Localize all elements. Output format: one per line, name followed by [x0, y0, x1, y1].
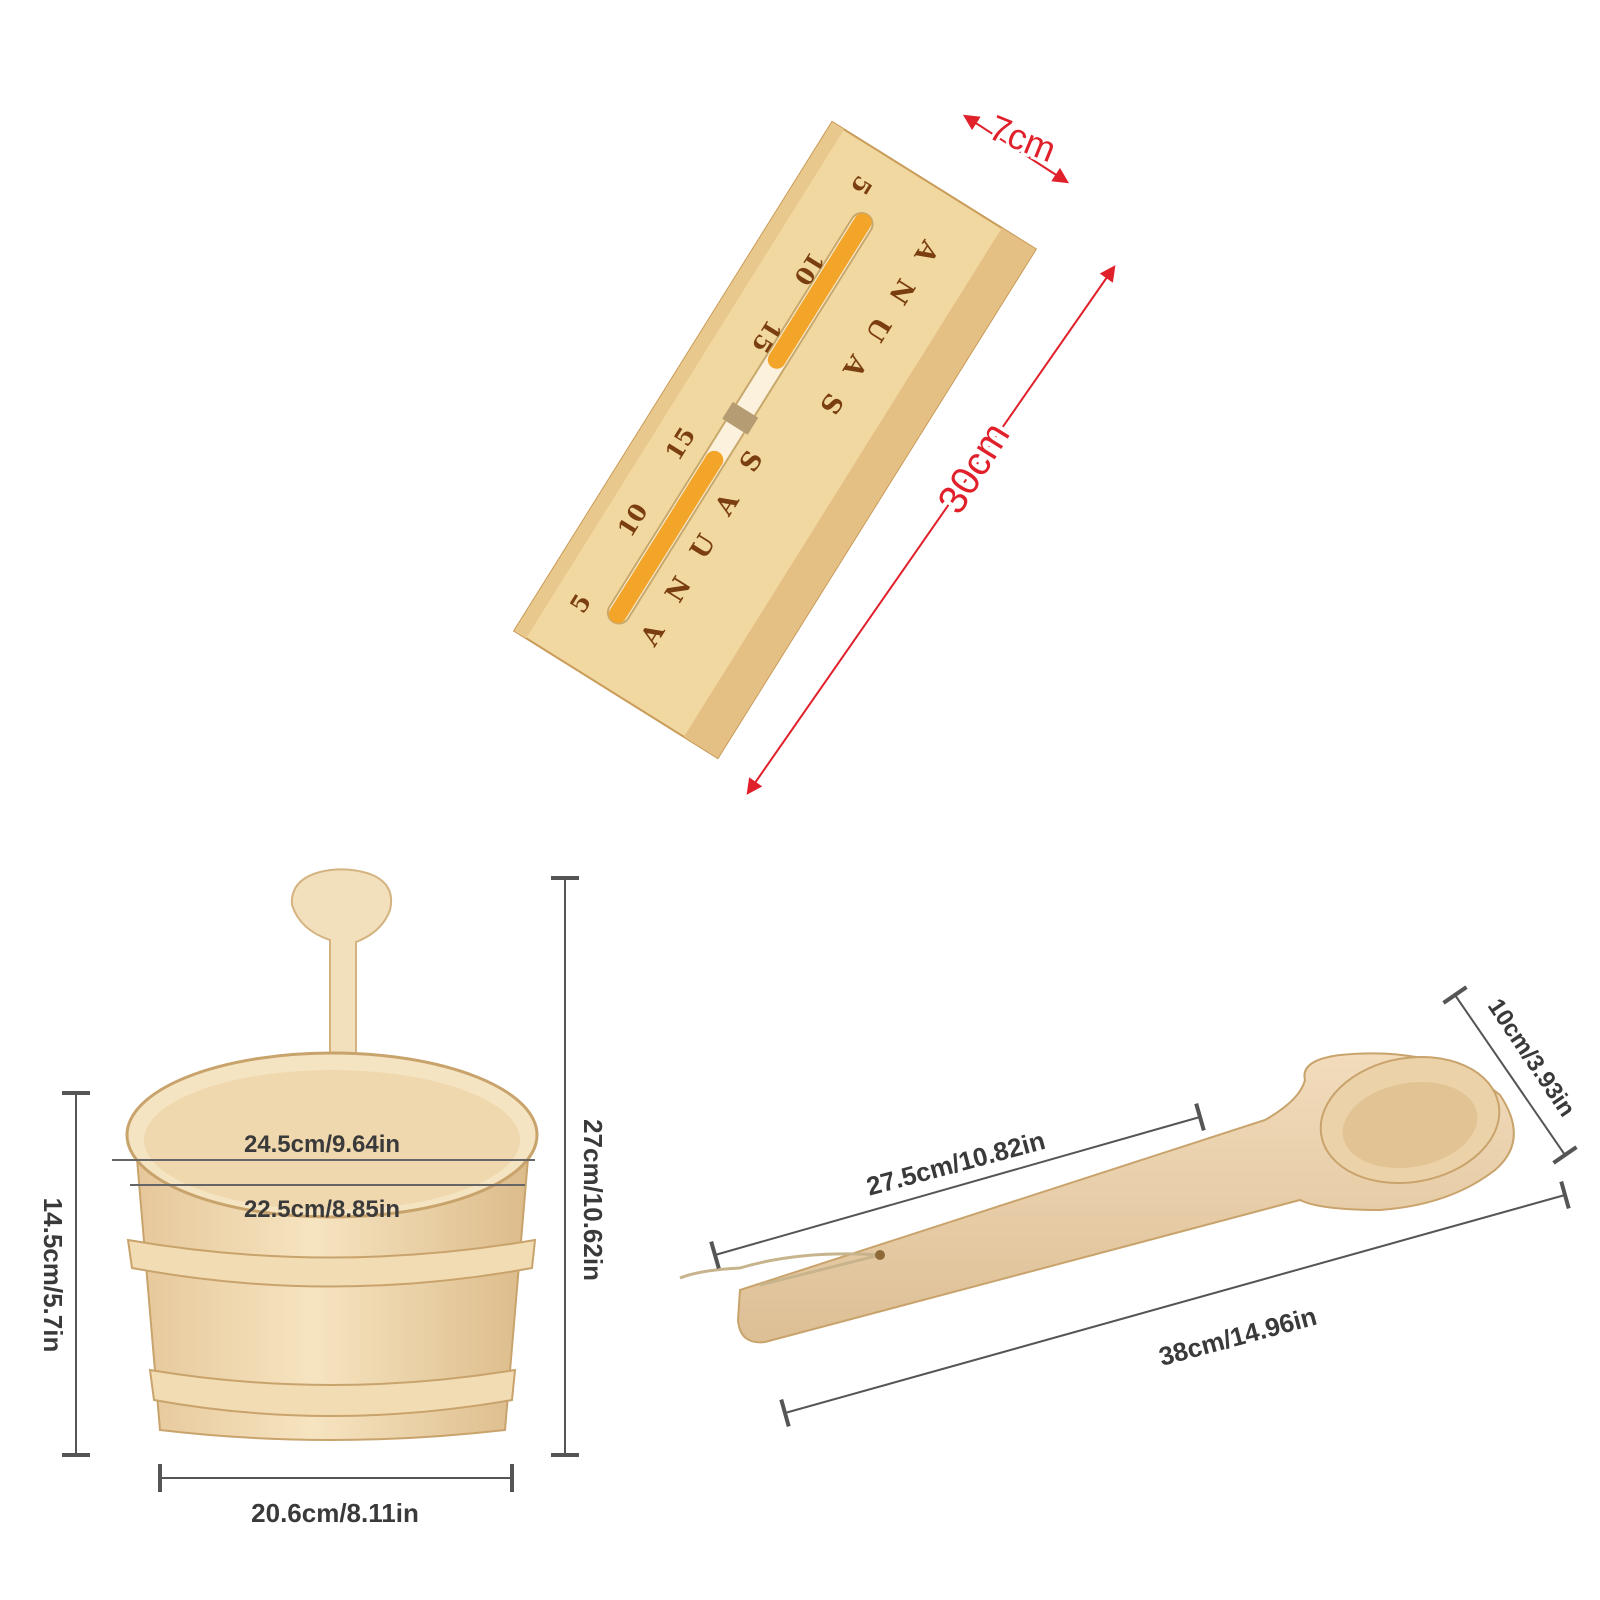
ladle-hole	[875, 1250, 885, 1260]
timer-length-arrow	[746, 265, 1116, 795]
timer-width-label: 7cm	[983, 107, 1061, 170]
timer-width-arrow	[962, 114, 1070, 184]
bucket-outer-diameter-label: 24.5cm/9.64in	[244, 1131, 400, 1158]
bucket-inner	[144, 1070, 520, 1210]
bucket-base-width-label: 20.6cm/8.11in	[251, 1498, 419, 1528]
ladle-total-length-line	[779, 1180, 1571, 1428]
sand-timer: S A U N A 5 10 15 A N U A S 5 10 15 7cm	[512, 104, 1116, 795]
bucket-height-label: 14.5cm/5.7in	[38, 1198, 68, 1353]
sand-lower	[608, 450, 724, 624]
bucket-hoop-lower	[148, 1368, 517, 1417]
sauna-bucket: 24.5cm/9.64in 22.5cm/8.85in 14.5cm/5.7in…	[38, 868, 608, 1528]
bucket-hoop-upper	[126, 1238, 537, 1288]
timer-length-label: 30cm	[929, 415, 1018, 521]
bucket-inner-diameter-label: 22.5cm/8.85in	[244, 1196, 400, 1223]
bucket-total-height-label: 27cm/10.62in	[578, 1119, 608, 1281]
ladle-bowl-width-line	[1442, 985, 1578, 1165]
ladle-total-length-label: 38cm/14.96in	[1156, 1301, 1320, 1372]
bucket-handle	[290, 868, 392, 1071]
sauna-ladle: 27.5cm/10.82in 38cm/14.96in 10cm/3.93in	[679, 985, 1580, 1428]
ladle-handle-length-label: 27.5cm/10.82in	[863, 1125, 1048, 1201]
